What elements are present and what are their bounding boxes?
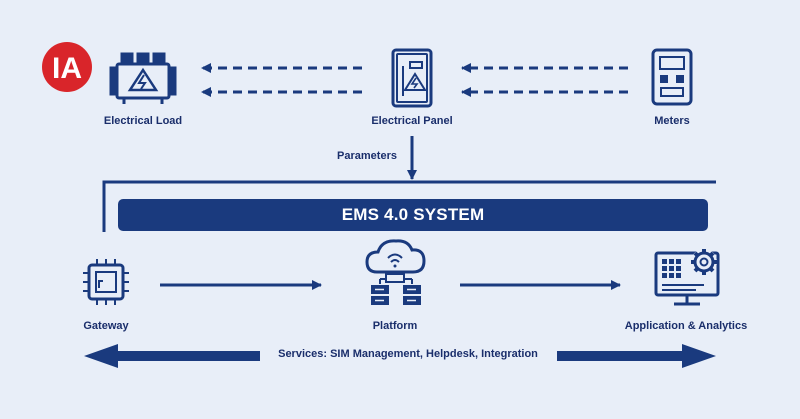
- ia-logo: IA: [42, 42, 92, 92]
- transformer-icon: [109, 52, 177, 104]
- system-banner: EMS 4.0 SYSTEM: [118, 199, 708, 231]
- meter-icon: [651, 48, 693, 106]
- logo-text: IA: [52, 52, 82, 85]
- electrical-panel-label: Electrical Panel: [371, 115, 453, 127]
- services-text: Services: SIM Management, Helpdesk, Inte…: [278, 348, 538, 360]
- electrical-load-label: Electrical Load: [103, 115, 183, 127]
- system-bracket: [102, 180, 716, 232]
- meters-to-panel-arrows: [461, 63, 628, 97]
- electrical-panel-icon: [391, 48, 433, 108]
- application-label: Application & Analytics: [624, 320, 748, 332]
- gateway-label: Gateway: [83, 320, 129, 332]
- dashboard-gear-icon: [654, 249, 720, 306]
- platform-label: Platform: [372, 320, 418, 332]
- panel-to-load-arrows: [201, 63, 362, 97]
- meters-label: Meters: [654, 115, 690, 127]
- chip-icon: [83, 259, 129, 305]
- cloud-server-icon: [365, 239, 426, 305]
- services-arrow: [84, 344, 716, 368]
- parameters-label: Parameters: [337, 150, 397, 162]
